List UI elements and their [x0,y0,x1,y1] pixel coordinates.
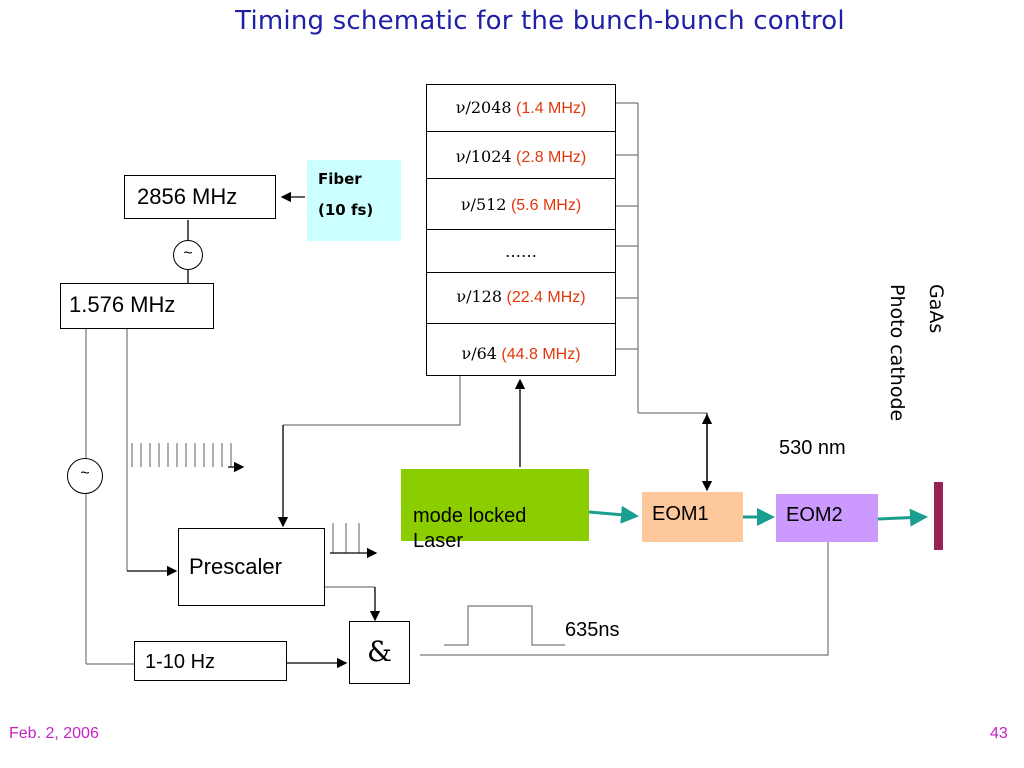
divider-128: ν/128 [456,287,503,306]
cathode-material-label: GaAs [925,284,947,334]
cathode-type-label: Photo cathode [886,284,908,422]
divider-stack: ν/2048 (1.4 MHz) ν/1024 (2.8 MHz) ν/512 … [426,84,616,376]
fiber-label: Fiber [318,170,362,188]
footer-date: Feb. 2, 2006 [9,725,99,742]
clock-1576-box: 1.576 MHz [60,283,214,329]
rate-label: 1-10 Hz [145,651,216,673]
prescaler-label: Prescaler [189,554,282,579]
mixer-circle-left: ~ [67,458,103,494]
slide-title: Timing schematic for the bunch-bunch con… [235,6,845,36]
and-gate-box: & [349,621,410,684]
freq-64: (44.8 MHz) [501,346,581,363]
divider-1024: ν/1024 [455,147,512,166]
rate-box: 1-10 Hz [134,641,287,681]
freq-1024: (2.8 MHz) [516,149,587,166]
divider-512: ν/512 [460,195,507,214]
freq-512: (5.6 MHz) [510,197,582,214]
tilde-top: ~ [183,245,193,262]
freq-128: (22.4 MHz) [506,289,586,306]
laser-box: mode locked Laser [401,469,589,552]
wavelength-label: 530 nm [779,437,846,459]
divider-2048: ν/2048 [455,98,512,117]
laser-label: mode locked Laser [413,505,527,552]
divider-row-ellipsis: …… [427,230,615,273]
divider-row-1024: ν/1024 (2.8 MHz) [427,132,615,179]
mixer-circle-top: ~ [173,240,203,270]
eom1-box: EOM1 [642,492,743,542]
freq-2048: (1.4 MHz) [516,100,587,117]
clock-2856-label: 2856 MHz [137,184,238,209]
divider-row-2048: ν/2048 (1.4 MHz) [427,85,615,132]
fiber-spec: (10 fs) [318,201,374,219]
divider-row-128: ν/128 (22.4 MHz) [427,273,615,324]
page-number: 43 [990,725,1008,742]
clock-2856-box: 2856 MHz [124,175,276,219]
divider-64: ν/64 [461,344,497,363]
and-gate-label: & [367,635,392,668]
eom2-label: EOM2 [786,504,843,526]
divider-row-64: ν/64 (44.8 MHz) [427,324,615,376]
prescaler-box: Prescaler [178,528,325,606]
divider-row-512: ν/512 (5.6 MHz) [427,179,615,230]
eom2-box: EOM2 [776,494,878,542]
tilde-left: ~ [80,465,90,482]
divider-ellipsis: …… [505,242,537,261]
clock-1576-label: 1.576 MHz [69,292,176,317]
fiber-box: Fiber (10 fs) [307,160,401,241]
cathode-bar [934,482,943,550]
eom1-label: EOM1 [652,503,709,525]
pulse-width-label: 635ns [565,619,620,641]
